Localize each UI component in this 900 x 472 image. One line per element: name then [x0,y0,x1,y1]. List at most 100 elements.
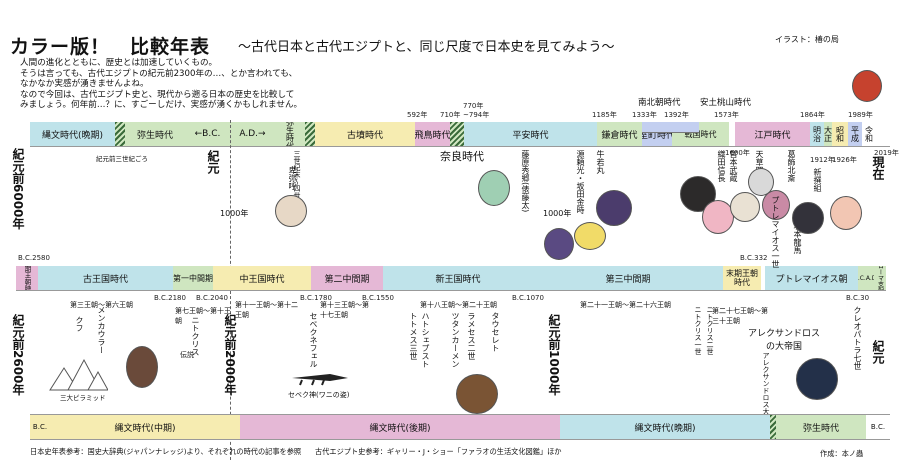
page-subtitle: ～古代日本と古代エジプトと、同じ尺度で日本史を見てみよう～ [238,40,615,55]
jomon-era-bc: B.C. [30,415,50,439]
portrait-hidesato [478,170,510,206]
person-tutankhamun: ツタンカーメン [451,312,460,368]
japan-reference: 日本史年表参考：国史大辞典(ジャパンナレッジ)より、それぞれの時代の記事を参照 [30,447,302,456]
year-label: 1926年 [832,156,857,164]
person-hokusai: 葛飾北斎 [787,150,796,182]
pyramid-icon [49,358,108,391]
year-label: 710年 [440,111,461,119]
year-label: 592年 [407,111,428,119]
japan-era-showa: 昭和 [832,122,848,146]
japan-era-edo: 江戸時代 [735,122,810,146]
jomon-era-bc-end: B.C. [866,415,890,439]
nara-label: 奈良時代 [440,150,484,163]
jomon-era-late: 縄文時代(後期) [240,415,560,439]
person-hidesato: 藤原秀郷(俵藤太) [521,150,530,213]
dynasty-label: 第十三王朝～第十七王朝 [320,301,369,319]
person-menkaure: メンカウラー [97,306,106,354]
intro-line: なかなか実感が湧きませんよね。 [20,79,149,89]
dynasty-label: 第十八王朝～第二十王朝 [420,301,497,309]
person-nobunaga: 織田信長 [717,150,726,182]
person-amakusa: 天草四郎 [755,150,764,182]
year-1000-japan2: 1000年 [543,209,572,218]
alexander-label: アレクサンドロスの大帝国 [747,329,820,352]
egypt-era-ptolemaic: プトレマイオス朝 [765,266,858,290]
egypt-year: B.C.1070 [512,294,544,302]
year-label: 1864年 [800,111,825,119]
portrait-hokusai [762,190,790,220]
egypt-era-roman: ローマ支配 [874,266,886,290]
page-title: カラー版！ 比較年表 [10,36,211,58]
egypt-left-axis: 紀元前2600年 [11,314,25,396]
portrait-nitocris [126,346,158,388]
person-tausret: タウセレト [491,312,500,352]
japan-era-jomon-late: 縄文時代(晩期) [30,122,115,146]
japan-era-meiji: 明治 [810,122,824,146]
egypt-year: B.C.1550 [362,294,394,302]
japan-era-asuka: 飛鳥時代 [415,122,450,146]
japan-left-axis: 紀元前6000年 [11,148,25,230]
japan-era-heisei: 平成 [848,122,862,146]
egypt-timeline: 初期王朝時代 古王国時代 第一中間期 中王国時代 第二中間期 新王国時代 第三中… [16,266,886,291]
year-label: 1185年 [592,111,617,119]
intro-line: みましょう。何年前…？に、すごーしだけ、実感が湧くかもしれません。 [20,100,303,110]
person-nitocris: ニトクリス [191,316,200,356]
year-label: 1392年 [664,111,689,119]
person-sobekneferu: セベクネフェル [309,312,318,368]
egypt-era-old-kingdom: 古王国時代 [38,266,173,290]
intro-line: なので今回は、古代エジプト史と、現代から遡る日本の歴史を比較して [20,89,295,100]
japan-era-taisho: 大正 [824,122,832,146]
jomon-timeline: B.C. 縄文時代(中期) 縄文時代(後期) 縄文時代(晩期) 弥生時代 B.C… [30,414,890,440]
egypt-era-second-intermediate: 第二中間期 [311,266,383,290]
japan-hatch [305,122,315,146]
egypt-reference: 古代エジプト史参考：ギャリー・J・ショー「ファラオの生活文化図鑑」ほか [315,447,562,456]
egypt-year: B.C.2580 [18,254,50,262]
dynasty-label: 第二十七王朝～第三十王朝 [712,307,768,325]
egypt-era-first-intermediate: 第一中間期 [173,266,213,290]
year-label: 1333年 [632,111,657,119]
egypt-year: B.C.30 [846,294,870,302]
portrait-ryoma [830,196,862,230]
egypt-axis-1000: 紀元前1000年 [547,314,561,396]
egypt-axis-kigen: 紀元 [871,340,885,364]
person-ryoma: 坂本龍馬 [793,222,802,254]
japan-hatch [115,122,125,146]
legend-label: 伝説 [180,351,194,359]
azuchi-label: 安土桃山時代 [700,98,752,108]
jomon-hatch [770,415,776,439]
person-khufu: クフ [75,316,84,332]
person-shinsengumi: 新撰組 [813,168,822,192]
person-nitocris1: ニトクリス一世 [694,306,702,355]
intro-text: 人間の進化とともに、歴史とは加速していくもの。 そうは言っても、古代エジプトの紀… [20,58,360,111]
japan-timeline: 縄文時代(晩期) 弥生時代 ←B.C. A.D.→ 弥生時代 古墳時代 飛鳥時代… [30,122,890,147]
dynasty-label: 第十一王朝～第十二王朝 [235,301,298,319]
jomon-era-final: 縄文時代(晩期) [560,415,770,439]
japan-era-ad: A.D.→ [230,122,275,146]
japan-era-reiwa: 令和 [862,122,876,146]
egypt-era-new-kingdom: 新王国時代 [383,266,533,290]
person-nitocris2: ニトクリス二世 [706,306,714,355]
year-label: 1989年 [848,111,873,119]
portrait-musashi [730,192,760,222]
person-thutmose: トトメス三世 [409,312,418,360]
year-label: ~794年 [463,111,490,119]
japan-era-yayoi2: 弥生時代 [275,122,305,146]
person-alexander: アレクサンドロス大王 [762,352,770,422]
dynasty-label: 第三王朝～第六王朝 [70,301,133,309]
person-cleopatra: クレオパトラ七世 [853,306,862,370]
person-musashi: 宮本武蔵 [729,150,738,182]
year-label: 1600年 [725,149,750,157]
nanbokucho-label: 南北朝時代 [638,98,681,108]
year-label: 1573年 [714,111,739,119]
crocodile-label: セベク神(ワニの姿) [288,391,350,399]
egypt-era-early-dynastic: 初期王朝時代 [16,266,38,290]
portrait-tutankhamun [456,374,498,414]
crocodile-icon [292,374,348,386]
egypt-year: B.C.2180 [154,294,186,302]
year-label: 770年 [463,102,484,110]
intro-line: そうは言っても、古代エジプトの紀元前2300年の…、とか言われても、 [20,68,298,79]
author-credit: 作成：本ノ蟲 [820,449,864,458]
person-ushiwaka: 牛若丸 [596,150,605,174]
now-label: 現在 [871,156,885,180]
japan-era-heian: 平安時代 [464,122,597,146]
portrait-shinsengumi [792,202,824,234]
